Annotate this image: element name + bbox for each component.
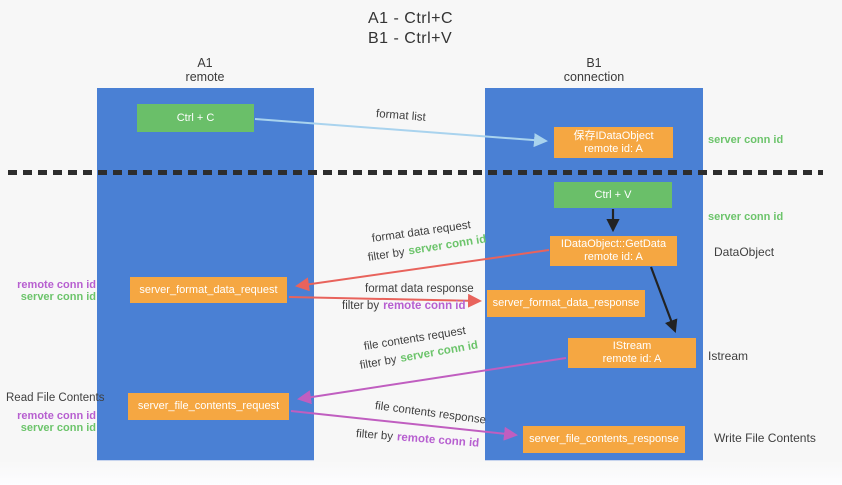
column-b1-subtitle: connection [563, 70, 625, 84]
remote-conn-id-annotation: remote conn id [17, 410, 96, 422]
dataobject-annotation: DataObject [714, 245, 775, 259]
column-a1-header: A1 remote [145, 56, 265, 84]
format-request-conn-ids: remote conn id server conn id [10, 279, 96, 303]
server-conn-id-annotation: server conn id [20, 422, 96, 434]
file-request-node: server_file_contents_request [128, 393, 289, 420]
server-conn-id-annotation-1: server conn id [708, 134, 784, 146]
title-line-1: A1 - Ctrl+C [368, 10, 454, 27]
istream-line1: IStream [612, 340, 652, 352]
format-response-node: server_format_data_response [487, 290, 645, 317]
write-file-contents-annotation: Write File Contents [714, 431, 816, 445]
format-list-arrow [254, 118, 548, 148]
column-a1-subtitle: remote [185, 70, 225, 84]
istream-annotation: Istream [708, 349, 749, 363]
diagram-title: A1 - Ctrl+C B1 - Ctrl+V [368, 9, 453, 49]
column-b1-header: B1 connection [534, 56, 654, 84]
format-data-response-label: format data response [365, 283, 474, 295]
format-request-node: server_format_data_request [130, 277, 287, 303]
file-contents-response-arrow [290, 410, 518, 441]
save-idataobject-line1: 保存IDataObject [573, 129, 654, 142]
format-data-response-arrow [288, 293, 482, 308]
format-response-label: server_format_data_response [492, 297, 640, 309]
filter-by-text: filter by [342, 300, 380, 312]
server-conn-id-annotation-2: server conn id [708, 211, 784, 223]
file-request-conn-ids: remote conn id server conn id [10, 410, 96, 434]
bottom-gradient [0, 461, 842, 485]
ctrl-v-node: Ctrl + V [554, 182, 672, 208]
getdata-to-istream-arrow [649, 266, 678, 334]
ctrl-v-label: Ctrl + V [594, 188, 632, 201]
column-a1-name: A1 [197, 56, 213, 70]
column-b1-name: B1 [586, 56, 602, 70]
format-data-request-arrow [295, 249, 550, 292]
copy-paste-separator-line [8, 170, 823, 175]
file-response-label: server_file_contents_response [529, 433, 679, 445]
save-idataobject-line2: remote id: A [584, 142, 643, 155]
read-file-contents-annotation: Read File Contents [6, 392, 105, 404]
getdata-node: IDataObject::GetData remote id: A [550, 236, 677, 266]
istream-line2: remote id: A [602, 353, 662, 365]
ctrl-c-label: Ctrl + C [176, 111, 215, 124]
server-conn-id-annotation: server conn id [20, 291, 96, 303]
file-response-node: server_file_contents_response [523, 426, 685, 453]
format-request-label: server_format_data_request [139, 283, 278, 296]
remote-conn-id-text: remote conn id [383, 300, 466, 312]
istream-node: IStream remote id: A [568, 338, 696, 368]
save-idataobject-node: 保存IDataObject remote id: A [554, 127, 673, 158]
title-line-2: B1 - Ctrl+V [368, 30, 453, 47]
ctrl-c-node: Ctrl + C [137, 104, 254, 132]
file-contents-request-arrow [297, 357, 567, 405]
file-request-label: server_file_contents_request [137, 400, 280, 412]
remote-conn-id-annotation: remote conn id [17, 279, 96, 291]
getdata-line2: remote id: A [584, 251, 643, 263]
getdata-line1: IDataObject::GetData [560, 238, 667, 250]
